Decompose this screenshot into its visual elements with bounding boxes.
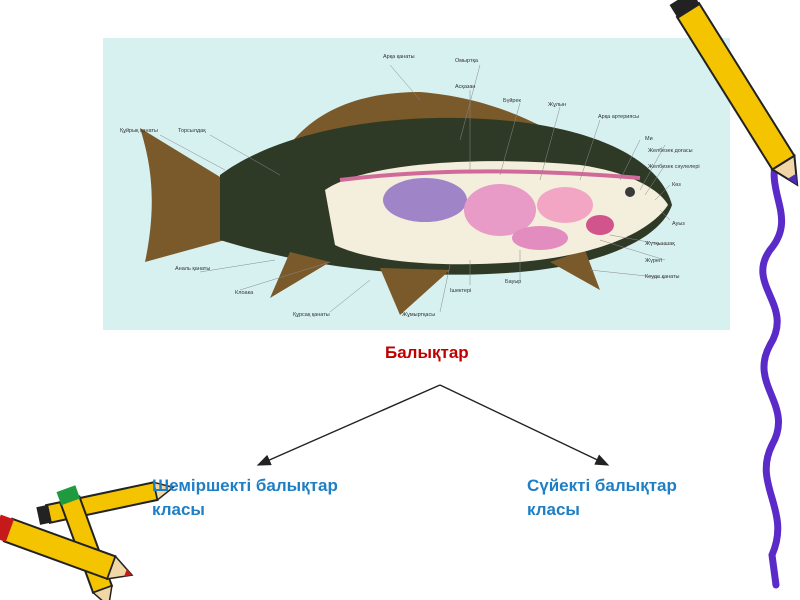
pencil-icon-top-right (669, 0, 799, 187)
fish-label-pectoral-fin: Кеуде қанаты (645, 274, 680, 280)
fish-label-gill-rays: Желбезек сәулелері (648, 164, 700, 170)
branch-arrows (256, 384, 610, 466)
fish-label-mouth: Ауыз (672, 221, 685, 227)
branch-cartilaginous-fish: Шеміршекті балықтар класы (152, 474, 412, 522)
branch-left-line-2: класы (152, 500, 205, 519)
branch-left-line-1: Шеміршекті балықтар (152, 476, 338, 495)
fish-label-intestines: Ішектері (450, 288, 471, 294)
arrow-left (256, 384, 441, 466)
fish-label-kidney: Бүйрек (503, 97, 522, 104)
arrow-right (439, 384, 610, 466)
fish-label-cloaca: Клоака (235, 290, 254, 296)
fish-label-tail-fin: Құйрық қанаты (120, 127, 158, 134)
fish-label-pharynx: Жүтқыншақ (645, 241, 675, 247)
fish-label-liver: Бауыр (505, 279, 521, 285)
squiggle-line-decoration (759, 146, 785, 589)
fish-label-stomach: Асқазан (455, 84, 475, 90)
fish-label-eggs: Жұмыртқасы (402, 312, 435, 318)
fish-label-swim-bladder: Торсылдақ (178, 128, 206, 134)
pencils-icon-bottom-left (0, 481, 175, 600)
fish-label-heart: Жүрегі (645, 258, 662, 264)
fish-label-anal-fin: Аналь қанаты (175, 266, 210, 272)
fish-anatomy-image: Арқа қанаты Омыртқа Асқазан Бүйрек Жұлын… (103, 38, 730, 330)
fish-label-dorsal-artery: Арқа артериясы (598, 114, 639, 120)
branch-bony-fish: Сүйекті балықтар класы (527, 474, 757, 522)
fish-label-spinal-cord: Жұлын (548, 102, 566, 108)
fish-label-eye: Көз (672, 182, 681, 188)
fish-label-gill-arch: Желбезек доғасы (648, 148, 693, 154)
diagram-title: Балықтар (385, 343, 469, 362)
branch-right-line-1: Сүйекті балықтар (527, 476, 677, 495)
fish-label-pelvic-fin: Құрсақ қанаты (293, 312, 330, 318)
fish-label-dorsal-fin: Арқа қанаты (383, 54, 415, 60)
fish-label-spine: Омыртқа (455, 58, 479, 64)
fish-label-brain: Ми (645, 136, 653, 142)
branch-right-line-2: класы (527, 500, 580, 519)
